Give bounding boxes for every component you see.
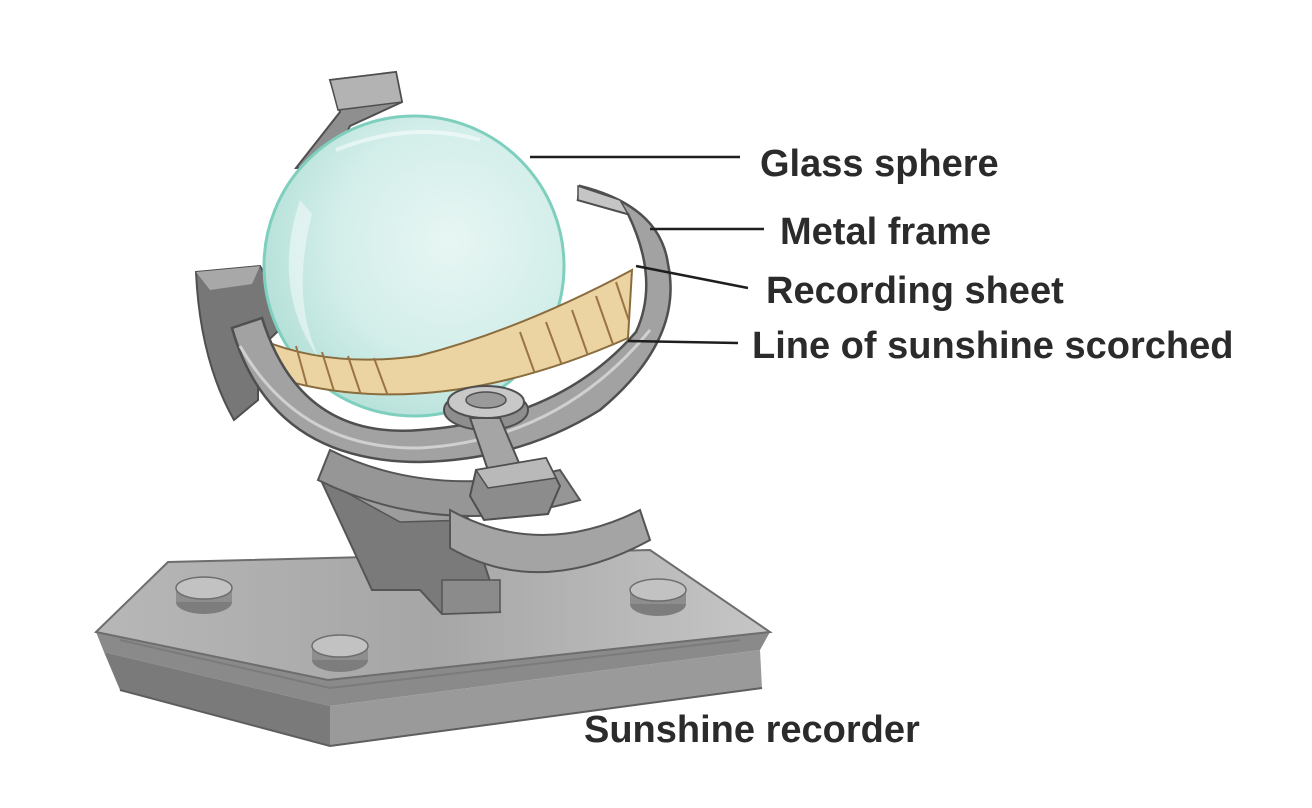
label-recording-sheet: Recording sheet [766,270,1064,312]
leader-line-of-sunshine [627,339,739,345]
base-plate [93,548,773,748]
recording-sheet [256,268,634,396]
base-bolt-front [311,634,369,672]
label-metal-frame: Metal frame [780,211,991,253]
axle-knob [443,385,562,522]
leader-lines [530,155,764,345]
support-pedestal [316,448,652,616]
base-bolt-left [175,576,233,614]
metal-frame [230,184,672,464]
label-glass-sphere: Glass sphere [760,143,999,185]
base-bolt-right [629,578,687,616]
leader-recording-sheet [635,264,749,290]
caption: Sunshine recorder [584,709,920,751]
label-line-of-sunshine-scorched: Line of sunshine scorched [752,325,1233,367]
